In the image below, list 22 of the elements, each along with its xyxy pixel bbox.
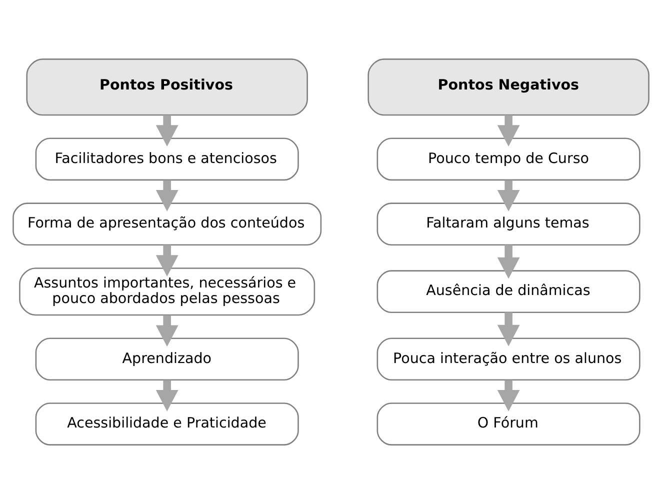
arrow bbox=[156, 180, 178, 211]
arrow bbox=[156, 314, 178, 346]
node-box: Ausência de dinâmicas bbox=[376, 270, 640, 313]
arrow bbox=[156, 244, 178, 276]
arrow bbox=[497, 380, 520, 411]
node-box: O Fórum bbox=[376, 402, 640, 445]
arrow bbox=[497, 114, 520, 146]
arrow bbox=[156, 380, 178, 411]
node-box: Assuntos importantes, necessários e pouco abordados pelas pessoas bbox=[19, 267, 316, 316]
node-box: Forma de apresentação dos conteúdos bbox=[12, 202, 322, 246]
arrow bbox=[156, 114, 178, 146]
node-box: Faltaram alguns temas bbox=[376, 202, 640, 246]
arrow bbox=[497, 180, 520, 211]
node-box: Aprendizado bbox=[35, 337, 299, 380]
node-box: Acessibilidade e Praticidade bbox=[35, 402, 299, 445]
node-box: Pouco tempo de Curso bbox=[376, 137, 640, 180]
node-box: Pontos Positivos bbox=[26, 58, 308, 116]
node-box: Pontos Negativos bbox=[368, 58, 650, 116]
arrow bbox=[497, 312, 520, 346]
node-box: Facilitadores bons e atenciosos bbox=[35, 137, 299, 180]
node-box: Pouca interação entre os alunos bbox=[376, 337, 640, 380]
arrow bbox=[497, 244, 520, 278]
